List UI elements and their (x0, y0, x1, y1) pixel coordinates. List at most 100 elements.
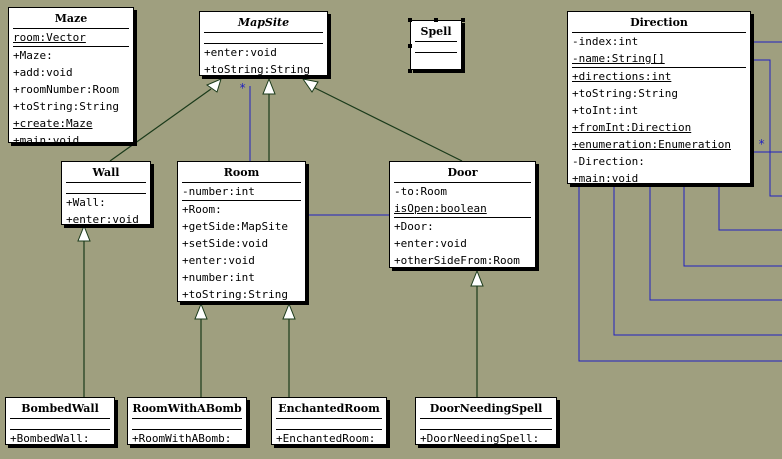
class-bombedwall[interactable]: BombedWall +BombedWall: (5, 397, 115, 445)
assoc-direction-2 (753, 59, 782, 197)
class-enchantedroom[interactable]: EnchantedRoom +EnchantedRoom: (271, 397, 387, 445)
compartment-divider (415, 52, 457, 53)
operations-compartment: +RoomWithABomb: (128, 430, 246, 447)
attribute-row[interactable]: isOpen:boolean (394, 202, 487, 215)
compartment-divider (10, 429, 110, 430)
operation-row[interactable]: +enter:void (182, 254, 255, 267)
attribute-row[interactable]: -index:int (572, 35, 639, 48)
compartment-divider (204, 43, 323, 44)
class-mapsite[interactable]: MapSite +enter:void +toString:String (199, 11, 328, 76)
class-roomwithabomb[interactable]: RoomWithABomb +RoomWithABomb: (127, 397, 247, 445)
assoc-direction-8 (578, 185, 782, 362)
operation-row[interactable]: +Door: (394, 220, 434, 233)
triangle-room-mapsite (262, 77, 276, 95)
operation-row[interactable]: +getSide:MapSite (182, 220, 288, 233)
class-door[interactable]: Door-to:Room isOpen:boolean+Door:+enter:… (389, 161, 536, 268)
class-maze[interactable]: Maze room:Vector+Maze:+add:void+roomNumb… (8, 7, 134, 147)
triangle-wall-mapsite (205, 78, 222, 93)
class-wall[interactable]: Wall+Wall:+enter:void (61, 161, 151, 228)
class-spell[interactable]: Spell (410, 20, 462, 70)
operations-compartment: +DoorNeedingSpell: (416, 430, 556, 447)
inheritance-lines (83, 86, 478, 397)
class-name: RoomWithABomb (132, 402, 242, 415)
selection-handle[interactable] (408, 44, 412, 48)
attribute-row[interactable]: -name:String[] (572, 52, 665, 65)
operation-row[interactable]: +add:void (13, 66, 73, 79)
selection-handle[interactable] (461, 69, 465, 73)
operation-row[interactable]: -Direction: (572, 155, 645, 168)
operation-row[interactable]: +enumeration:Enumeration (572, 138, 731, 151)
class-name: Spell (420, 25, 452, 38)
attributes-compartment (416, 419, 556, 429)
operations-compartment: +Maze: +add:void +roomNumber:Room +toString… (9, 47, 133, 149)
operations-compartment: +enter:void +toString:String (200, 44, 327, 78)
attribute-row[interactable]: room:Vector (13, 31, 86, 44)
selection-handle[interactable] (461, 18, 465, 22)
attribute-row[interactable]: -to:Room (394, 185, 447, 198)
compartment-divider (420, 429, 552, 430)
compartment-divider (276, 418, 382, 419)
operation-row[interactable]: +Wall: (66, 196, 106, 209)
attributes-compartment (128, 419, 246, 429)
compartment-divider (182, 200, 301, 201)
selection-handle[interactable] (461, 44, 465, 48)
operation-row[interactable]: +main:void (572, 172, 639, 185)
class-doorneedingspell[interactable]: DoorNeedingSpell+DoorNeedingSpell: (415, 397, 557, 445)
attribute-row[interactable]: -number:int (182, 185, 255, 198)
operation-row[interactable]: +main:void (13, 134, 80, 147)
operation-row[interactable]: +number:int (182, 271, 255, 284)
operation-row[interactable]: +BombedWall: (10, 432, 90, 445)
operation-row[interactable]: +setSide:void (182, 237, 269, 250)
compartment-divider (394, 217, 531, 218)
triangle-bombedwall-wall (77, 224, 91, 242)
compartment-divider (182, 182, 301, 183)
selection-handle[interactable] (408, 18, 412, 22)
compartment-divider (276, 429, 382, 430)
class-name: BombedWall (21, 402, 99, 415)
operation-row[interactable]: +RoomWithABomb: (132, 432, 232, 445)
gen-door-mapsite (312, 86, 463, 162)
operations-compartment: +EnchantedRoom: (272, 430, 386, 447)
selection-handle[interactable] (434, 69, 438, 73)
selection-handle[interactable] (434, 18, 438, 22)
operation-row[interactable]: +toString:String (204, 63, 310, 76)
operation-row[interactable]: +otherSideFrom:Room (394, 254, 520, 267)
class-direction[interactable]: Direction-index:int-name:String[]+direct… (567, 11, 751, 185)
attributes-compartment (272, 419, 386, 429)
compartment-divider (415, 41, 457, 42)
attributes-compartment (411, 42, 461, 52)
association-lines (249, 41, 782, 362)
operation-row[interactable]: +fromInt:Direction (572, 121, 692, 134)
operation-row[interactable]: +enter:void (66, 213, 139, 226)
attributes-compartment (62, 183, 150, 193)
operations-compartment: +Wall: +enter:void (62, 194, 150, 228)
operation-row[interactable]: +toString:String (182, 288, 288, 301)
attributes-compartment: -number:int (178, 183, 305, 200)
compartment-divider (10, 418, 110, 419)
operation-row[interactable]: +Room: (182, 203, 222, 216)
compartment-divider (132, 418, 242, 419)
class-name: Room (223, 166, 260, 179)
triangle-enchantedroom-room (282, 302, 296, 320)
operations-compartment: +Room: +getSide:MapSite +setSide:void +ente… (178, 201, 305, 303)
operation-row[interactable]: +toInt:int (572, 104, 639, 117)
operation-row[interactable]: +enter:void (394, 237, 467, 250)
operation-row[interactable]: +toString:String (572, 87, 678, 100)
operation-row[interactable]: +Maze: (13, 49, 53, 62)
assoc-direction-6 (649, 185, 782, 301)
operation-row[interactable]: +DoorNeedingSpell: (420, 432, 540, 445)
class-room[interactable]: Room -number:int +Room: +getSide:MapSite +se… (177, 161, 306, 302)
class-name: Door (447, 166, 478, 179)
attributes-compartment (200, 33, 327, 43)
class-name: EnchantedRoom (278, 402, 380, 415)
operation-row[interactable]: +toString:String (13, 100, 119, 113)
selection-handle[interactable] (408, 69, 412, 73)
operation-row[interactable]: +directions:int (572, 70, 672, 83)
attributes-compartment: -to:Room isOpen:boolean (390, 183, 535, 217)
class-name: MapSite (237, 16, 290, 29)
operation-row[interactable]: +create:Maze (13, 117, 93, 130)
operation-row[interactable]: +enter:void (204, 46, 277, 59)
compartment-divider (394, 182, 531, 183)
operation-row[interactable]: +roomNumber:Room (13, 83, 119, 96)
operation-row[interactable]: +EnchantedRoom: (276, 432, 376, 445)
